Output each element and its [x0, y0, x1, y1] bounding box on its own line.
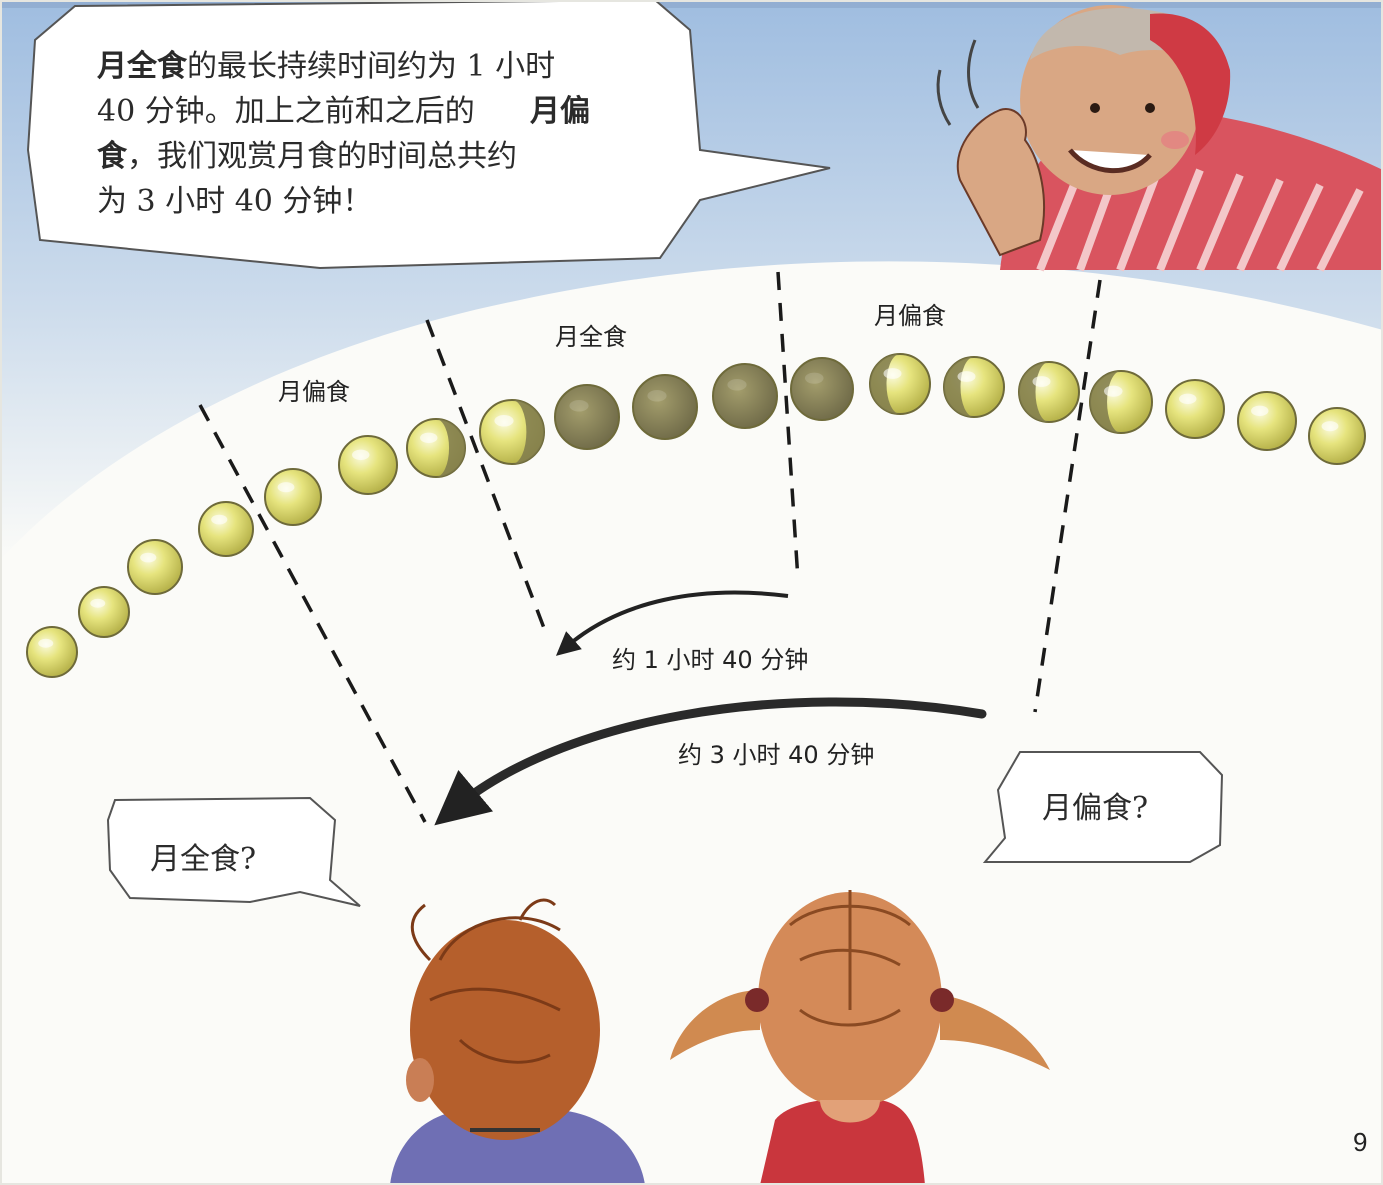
- moon-full: [26, 626, 78, 678]
- girl-figure: [670, 890, 1050, 1185]
- moon-full: [198, 501, 254, 557]
- moon-total: [712, 363, 778, 429]
- moon-shadow: [1019, 362, 1049, 422]
- phase-label-partial-left: 月偏食: [278, 378, 350, 406]
- girl-speech-bubble: [982, 751, 1224, 863]
- arrow-whole-eclipse: [434, 697, 987, 826]
- moon-highlight: [1251, 405, 1269, 417]
- boundary-line-1: [198, 404, 427, 823]
- moon-highlight: [277, 482, 295, 493]
- speech-line-4: 为 3 小时 40 分钟！: [97, 184, 373, 219]
- moon-highlight: [420, 432, 438, 444]
- arrow-total-eclipse: [555, 590, 789, 656]
- moon-highlight: [883, 368, 902, 379]
- moon-full: [78, 586, 130, 638]
- boundary-line-2: [425, 319, 549, 637]
- moon-full: [1308, 407, 1366, 465]
- moon-highlight: [90, 598, 106, 608]
- moon-full: [264, 468, 322, 526]
- moon-highlight: [1321, 421, 1339, 432]
- moon-highlight: [727, 379, 747, 391]
- moon-highlight: [569, 400, 589, 412]
- moon-highlight: [957, 371, 976, 382]
- grandma-figure: [936, 5, 1383, 272]
- speech-term-partial-end: 食: [97, 139, 127, 174]
- moon-total: [790, 357, 854, 421]
- phase-label-total: 月全食: [555, 323, 627, 351]
- moon-highlight: [352, 449, 370, 461]
- speech-line-1: 的最长持续时间约为 1 小时: [187, 49, 556, 84]
- boy-figure: [390, 898, 645, 1185]
- phase-label-partial-right: 月偏食: [874, 302, 946, 330]
- moon-shadow: [1090, 371, 1121, 433]
- moon-sequence: [26, 353, 1366, 678]
- moon-full: [1237, 391, 1297, 451]
- grandma-speech-text: 月全食的最长持续时间约为 1 小时 40 分钟。加上之前和之后的 月偏 食，我们…: [97, 44, 657, 224]
- moon-shadow: [436, 419, 465, 477]
- moon-highlight: [1032, 376, 1051, 387]
- duration-label-whole: 约 3 小时 40 分钟: [678, 741, 875, 769]
- moon-highlight: [1103, 385, 1123, 397]
- boy-speech-text: 月全食?: [150, 842, 257, 877]
- moon-highlight: [211, 514, 228, 525]
- moon-highlight: [140, 552, 157, 563]
- moon-total: [554, 384, 620, 450]
- speech-term-total: 月全食: [97, 49, 187, 84]
- speech-line-2: 40 分钟。加上之前和之后的: [97, 94, 475, 129]
- moon-shadow: [870, 354, 900, 414]
- moon-highlight: [494, 415, 514, 427]
- moon-highlight: [647, 390, 667, 402]
- page-number: 9: [1353, 1127, 1368, 1157]
- moon-full: [338, 435, 398, 495]
- moon-highlight: [1179, 393, 1197, 405]
- boy-speech-bubble: [106, 796, 361, 907]
- moon-full: [127, 539, 183, 595]
- moon-total: [632, 374, 698, 440]
- speech-line-3: ，我们观赏月食的时间总共约: [127, 139, 517, 174]
- boundary-line-3: [776, 271, 800, 581]
- boundary-line-4: [1033, 279, 1102, 713]
- moon-shadow: [512, 400, 544, 464]
- grandma-speech-bubble: [26, 0, 831, 270]
- moon-shadow: [944, 357, 974, 417]
- moon-highlight: [38, 638, 54, 648]
- girl-speech-text: 月偏食?: [1042, 791, 1149, 826]
- speech-term-partial-start: 月偏: [530, 94, 590, 129]
- duration-label-total: 约 1 小时 40 分钟: [612, 646, 809, 674]
- moon-highlight: [804, 372, 824, 384]
- moon-full: [1165, 379, 1225, 439]
